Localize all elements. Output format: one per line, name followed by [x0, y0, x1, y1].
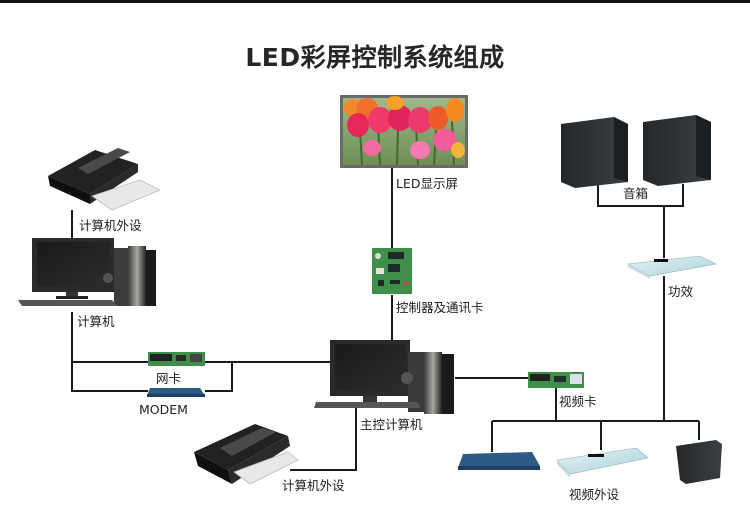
speaker-box-icon — [676, 440, 722, 484]
label-video-peripherals: 视频外设 — [569, 487, 620, 502]
desktop-computer-icon — [18, 238, 156, 306]
line-mainpc-printer — [290, 408, 357, 471]
led-screen-icon — [340, 95, 468, 168]
main-computer-icon — [314, 340, 454, 414]
label-controller: 控制器及通讯卡 — [396, 300, 484, 315]
line-speakers — [597, 184, 684, 207]
connection-lines — [71, 168, 700, 471]
line-pc-modem — [71, 362, 148, 392]
speaker-icon — [643, 115, 711, 186]
video-console-icon — [556, 447, 649, 478]
modem-icon — [147, 388, 205, 397]
label-network-card: 网卡 — [156, 371, 182, 386]
printer-icon — [194, 424, 299, 485]
label-modem: MODEM — [139, 402, 188, 417]
diagram-title: LED彩屏控制系统组成 — [245, 43, 505, 72]
label-printer-top: 计算机外设 — [79, 218, 142, 233]
amplifier-icon — [627, 255, 717, 279]
label-main-pc: 主控计算机 — [360, 417, 423, 432]
line-modem-join — [205, 362, 233, 392]
top-border — [0, 0, 750, 3]
label-pc-left: 计算机 — [77, 314, 115, 329]
label-video-card: 视频卡 — [559, 394, 597, 409]
network-card-icon — [148, 352, 205, 366]
label-amplifier: 功效 — [668, 284, 694, 299]
printer-icon — [48, 148, 161, 211]
label-speakers: 音箱 — [623, 186, 649, 201]
video-card-icon — [528, 372, 584, 388]
label-led-screen: LED显示屏 — [396, 176, 458, 191]
circuit-board-icon — [372, 248, 412, 294]
video-switcher-icon — [458, 452, 540, 470]
label-printer-bottom: 计算机外设 — [282, 478, 345, 493]
speaker-icon — [561, 117, 628, 188]
